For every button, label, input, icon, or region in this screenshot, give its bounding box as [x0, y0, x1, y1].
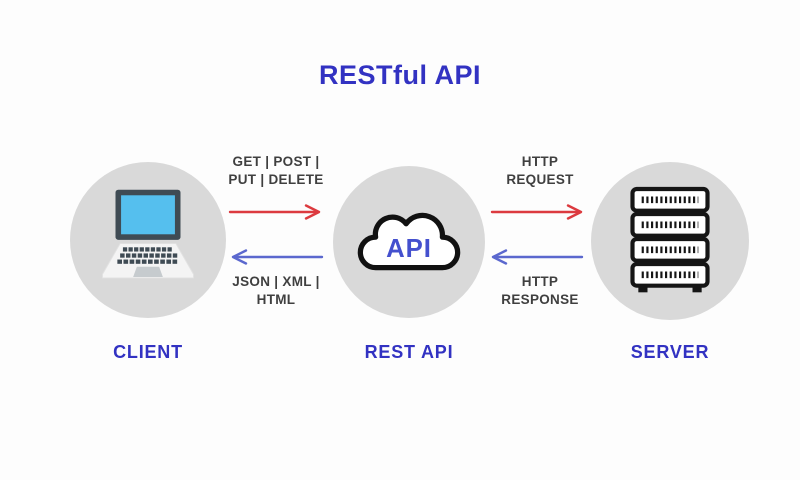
methods-label: GET | POST | PUT | DELETE [228, 154, 324, 187]
formats-label: JSON | XML | HTML [232, 274, 320, 307]
server-node [591, 162, 749, 320]
rest-api-label: REST API [364, 342, 454, 362]
client-label: CLIENT [113, 342, 183, 362]
request-arrow-api-to-server [490, 204, 583, 220]
response-arrow-server-to-api [491, 249, 584, 265]
client-node [70, 162, 226, 318]
request-arrow-client-to-api [228, 204, 321, 220]
http-response-label: HTTP RESPONSE [501, 274, 579, 307]
cloud-api-text: API [386, 235, 432, 263]
http-request-label: HTTP REQUEST [506, 154, 574, 187]
server-label: SERVER [630, 342, 710, 362]
response-arrow-api-to-client [231, 249, 324, 265]
cloud-icon: API [347, 194, 471, 291]
laptop-icon [87, 186, 209, 295]
rest-api-node: API [333, 166, 485, 318]
diagram-title: RESTful API [318, 60, 481, 90]
server-rack-icon [624, 184, 716, 299]
